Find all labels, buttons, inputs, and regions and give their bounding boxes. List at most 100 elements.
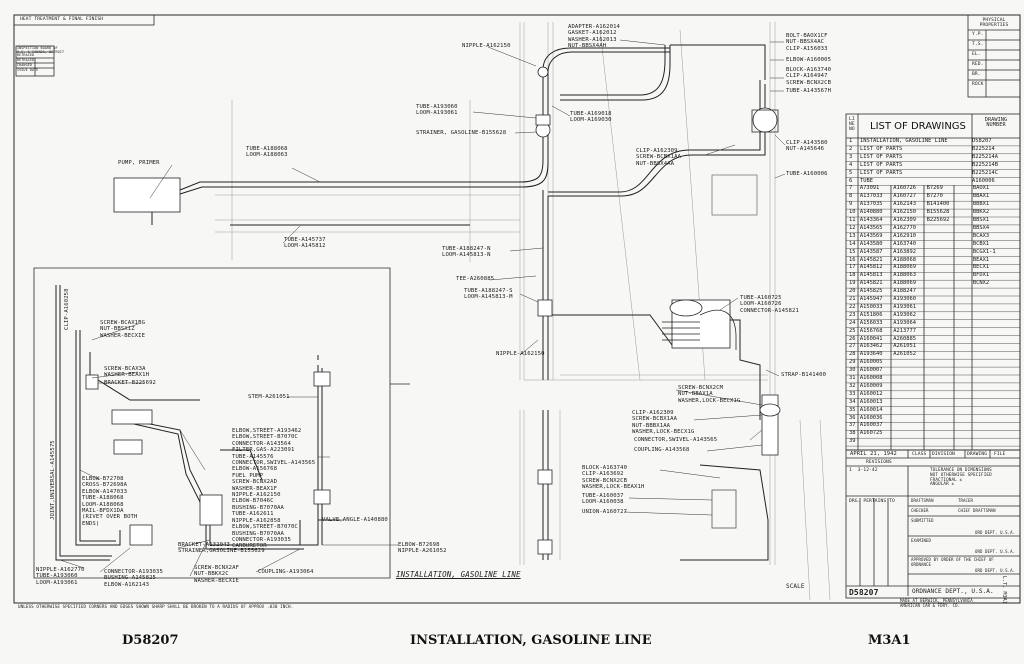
drawing-list-cell-no: 33 [849,390,856,397]
drawing-list-cell-dn: B225214 [972,145,995,152]
callout-union: UNION-A160727 [582,509,628,515]
title-tracer: TRACER [958,498,974,503]
drawing-list-cell-dn: B225214A [972,153,998,160]
drawing-list-cell-dn: BCAX3 [972,232,990,239]
title-revisions: REVISIONS [866,460,892,465]
drawing-number-header: DRAWING NUMBER [984,117,1008,129]
drawing-list-cell-b [892,359,925,367]
drawing-list-cell-c [926,233,956,241]
drawing-list-cell-a: A160013 [859,398,883,405]
drawing-list-cell-dn [972,367,1020,375]
drawing-list-cell-d [956,343,972,351]
drawing-list-cell-c [926,399,956,407]
drawing-list-cell-c: B225692 [926,217,950,223]
callout-connector-193035: CONNECTOR-A193035 BUSHING-A145825 ELBOW-… [104,569,163,588]
drawing-list-cell-d [956,185,972,193]
title-drawing: DRAWING [967,452,988,457]
drawing-list-cell-a: LIST OF PARTS [860,153,903,160]
callout-tube-loom-160037: TUBE-A160037 LOOM-A160038 [582,493,624,506]
callout-tube-loom-188247: TUBE-A188247-N LOOM-A145813-N [442,246,491,259]
drawing-list-cell-no: 18 [849,272,856,279]
title-made-at: MADE AT BERWICK, PENNSYLVANIA AMERICAN C… [900,598,973,608]
drawing-list-cell-no: 38 [849,430,856,437]
drawing-list-cell-a [859,438,892,446]
drawing-list-cell-no: 4 [849,161,853,168]
drawing-list-cell-dn [972,359,1020,367]
drawing-list-cell-a: A73091 [859,185,880,192]
title-ord-dept-1: ORD DEPT. U.S.A. [975,530,1016,535]
drawing-list-cell-dn: B225214B [972,161,998,168]
drawing-list-cell-a: A150033 [859,303,883,310]
drawing-list-cell-dn: BCNX2 [972,280,990,287]
drawing-list-cell-dn: BBSX1 [972,217,990,223]
callout-tube-loom-193060: TUBE-A193060 LOOM-A193061 [416,104,458,117]
drawing-list-cell-d [956,217,972,225]
physical-properties-title: PHYSICAL PROPERTIES [979,18,1009,29]
callout-pump-primer: PUMP, PRIMER [118,160,160,166]
drawing-list-cell-b [892,430,925,438]
drawing-list-cell-dn [972,415,1020,423]
drawing-list-cell-c [926,438,956,446]
drawing-list-cell-b: A261052 [893,351,916,358]
drawing-list-cell-dn: BCGX1-1 [972,248,996,255]
drawing-list-cell-dn [972,288,1020,296]
drawing-list-cell-a: A145947 [859,296,883,302]
drawing-list-cell-b [892,407,925,415]
drawing-list-cell-dn [972,296,1020,304]
title-ord-dept-3: ORD DEPT. U.S.A. [975,568,1016,573]
callout-connector-swivel: CONNECTOR,SWIVEL-A143565 [634,437,718,443]
drawing-list-cell-b: A260885 [893,335,916,342]
drawing-list-cell-no: 21 [849,296,856,302]
drawing-list-cell-dn: BBKX2 [972,209,990,216]
caption-drawing-number: D58207 [122,633,179,648]
drawing-list-cell-a: A160037 [859,422,883,429]
drawing-list-cell-c [926,320,956,328]
drawing-list-cell-a: A163462 [859,343,883,350]
list-of-drawings-title: LIST OF DRAWINGS [870,121,966,132]
drawing-list-cell-d [956,391,972,399]
heat-treatment-label: HEAT TREATMENT & FINAL FINISH [20,17,104,22]
drawing-list-cell-c [926,367,956,375]
callout-nipple-top: NIPPLE-A162150 [462,43,511,49]
drawing-list-cell-d [956,304,972,312]
drawing-list-cell-d [956,233,972,241]
drawing-list-cell-b: A193062 [893,311,916,318]
drawing-list-cell-d [956,320,972,328]
drawing-list-cell-b: A162143 [893,201,916,208]
drawing-list-cell-dn: BFDX1 [972,272,990,279]
drawing-list-cell-a: A156768 [859,327,883,334]
inspection-line-5: CHANGED [17,63,32,67]
drawing-list-cell-no: 9 [849,201,853,208]
phys-row-rock: ROCK [972,82,984,87]
callout-screw-bcax3a: SCREW-BCAX3A WASHER-BEAX1H [104,366,150,379]
drawing-list-cell-a: A145821 [859,256,883,263]
drawing-list-cell-c [926,422,956,430]
callout-clip-vertical: CLIP-A160258 [64,288,70,330]
drawing-list-cell-a: A140880 [859,209,883,216]
drawing-list-cell-dn [972,328,1020,336]
drawing-list-cell-dn [972,320,1020,328]
drawing-list-cell-a: LIST OF PARTS [860,161,903,168]
drawing-list-cell-c [926,304,956,312]
phys-row-el: EL. [972,52,981,57]
drawing-list-cell-a: A160007 [859,367,883,374]
drawing-list-cell-d [956,383,972,391]
drawing-list-cell-c [926,407,956,415]
drawing-list-cell-dn: BAOX1 [972,185,990,192]
drawing-list-cell-a: A143565 [859,224,883,231]
title-date: APRIL 21, 1942 [850,451,897,457]
phys-row-yp: Y.P. [972,32,984,37]
phys-row-red: RED. [972,62,984,67]
drawing-list-cell-no: 10 [849,209,856,216]
drawing-list-cell-a: A160014 [859,406,883,413]
drawing-list-cell-a: A160008 [859,375,883,381]
